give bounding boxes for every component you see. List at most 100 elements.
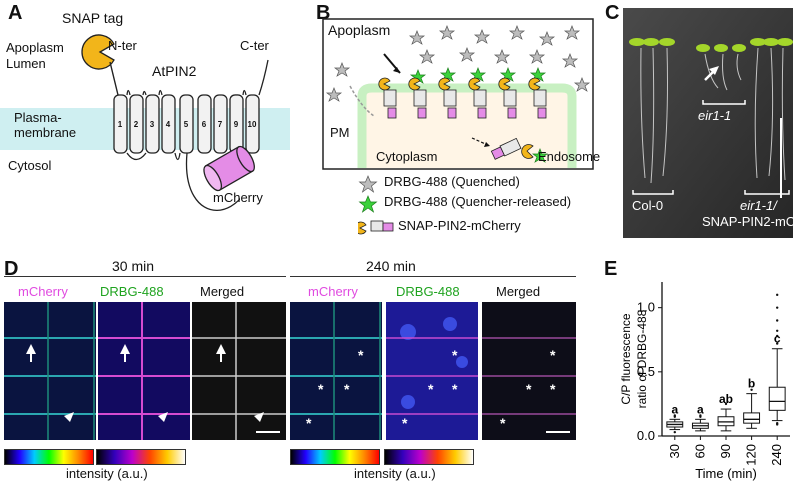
img-merged-240: [482, 302, 576, 440]
svg-text:4: 4: [166, 120, 171, 129]
cytoplasm-label: Cytoplasm: [376, 149, 438, 164]
panel-e-letter: E: [604, 258, 618, 280]
svg-text:*: *: [402, 415, 408, 431]
outlier-point: [673, 430, 676, 434]
colorbar-fire-30: [96, 449, 186, 465]
colorbar-label-240: intensity (a.u.): [354, 466, 436, 481]
dashed-arrow: [349, 85, 375, 117]
quenched-probe-stars: [325, 25, 591, 102]
svg-text:1: 1: [118, 120, 123, 129]
ch-drbg-240: DRBG-488: [396, 284, 460, 299]
svg-text:5: 5: [184, 120, 189, 129]
legend-icons: [358, 175, 394, 235]
ch-mcherry-240: mCherry: [308, 284, 358, 299]
panel-b-diagram: [322, 18, 594, 170]
eir1-label: eir1-1: [698, 108, 732, 123]
svg-text:*: *: [452, 381, 458, 397]
outlier-point: [776, 306, 779, 309]
significance-letter: a: [697, 402, 704, 416]
x-tick-label: 30: [667, 444, 682, 458]
internalized-protein: [490, 137, 522, 160]
outlier-point: [776, 334, 779, 338]
atpin2-label: AtPIN2: [152, 63, 197, 79]
svg-text:*: *: [550, 381, 556, 397]
svg-text:7: 7: [218, 120, 223, 129]
time-240-label: 240 min: [366, 258, 416, 274]
svg-text:*: *: [500, 415, 506, 431]
y-tick-label: 0.5: [637, 364, 655, 379]
time-30-label: 30 min: [112, 258, 155, 274]
panel-a-diagram: 123 45 678: [0, 34, 240, 212]
tm-helices-1-5: [113, 94, 194, 154]
svg-text:6: 6: [202, 120, 207, 129]
img-merged-30: [192, 302, 286, 440]
svg-text:*: *: [306, 415, 312, 431]
svg-text:*: *: [344, 381, 350, 397]
panel-a-letter: A: [8, 2, 23, 24]
y-tick-label: 1.0: [637, 300, 655, 315]
svg-text:*: *: [318, 381, 324, 397]
panel-c-letter: C: [605, 2, 620, 24]
significance-letter: ab: [719, 392, 733, 406]
x-tick-label: 60: [692, 444, 707, 458]
apoplasm-label-a: Apoplasm: [6, 40, 64, 55]
eir1-snap-label-1: eir1-1/: [740, 198, 777, 213]
pm-label: PM: [330, 125, 350, 140]
x-axis-label: Time (min): [695, 466, 757, 481]
apoplasm-label-b: Apoplasm: [328, 22, 391, 38]
ch-mcherry-30: mCherry: [18, 284, 68, 299]
mcherry-barrel-icon: [203, 145, 255, 192]
eir1-snap-label-2: SNAP-PIN2-mCh: [702, 214, 800, 229]
snap-pin2-mcherry-icon: [358, 220, 394, 235]
svg-text:2: 2: [134, 120, 139, 129]
svg-text:9: 9: [234, 120, 239, 129]
y-axis-label-line2: ratio of DRBG-488: [635, 309, 649, 408]
outlier-point: [724, 402, 728, 406]
grey-star-icon: [358, 175, 378, 193]
mcherry-label-a: mCherry: [213, 190, 263, 205]
outlier-point: [776, 329, 779, 332]
colorbar-rainbow-30: [4, 449, 94, 465]
colorbar-rainbow-240: [290, 449, 380, 465]
green-star-icon: [358, 195, 378, 213]
lumen-label: Lumen: [6, 56, 46, 71]
d-30-underline: [4, 276, 286, 277]
x-tick-label: 240: [769, 444, 784, 466]
plasma-label: Plasma-: [14, 110, 62, 125]
col0-label: Col-0: [632, 198, 664, 213]
ch-merged-30: Merged: [200, 284, 245, 299]
box: [743, 412, 761, 424]
micrographs-30min: [4, 302, 286, 440]
micrographs-240min: **** **** ****: [290, 302, 576, 440]
outlier-point: [673, 414, 676, 417]
svg-text:*: *: [428, 381, 434, 397]
c-ter-label: C-ter: [240, 38, 269, 53]
svg-text:*: *: [358, 347, 364, 363]
outlier-point: [776, 319, 779, 322]
colorbar-label-30: intensity (a.u.): [66, 466, 148, 481]
ch-merged-240: Merged: [496, 284, 541, 299]
x-tick-label: 90: [718, 444, 733, 458]
ch-drbg-30: DRBG-488: [100, 284, 164, 299]
legend-released: DRBG-488 (Quencher-released): [384, 194, 572, 209]
n-ter-label: N-ter: [108, 38, 137, 53]
x-tick-label: 120: [744, 444, 759, 466]
outlier-point: [776, 293, 779, 297]
outlier-point: [699, 414, 702, 417]
outlier-point: [750, 388, 753, 391]
outlier-point: [776, 423, 779, 426]
svg-text:10: 10: [248, 120, 257, 129]
panel-a-diagram-right: 9 10: [230, 59, 290, 154]
endosome-label: Endosome: [538, 149, 601, 164]
legend-snap-pin2: SNAP-PIN2-mCherry: [398, 218, 521, 233]
seedling-photo: [623, 8, 793, 238]
snap-tag-label: SNAP tag: [62, 10, 124, 26]
svg-text:*: *: [526, 381, 532, 397]
img-drbg-30: [98, 302, 190, 440]
cytosol-label: Cytosol: [8, 158, 52, 173]
significance-letter: b: [748, 377, 755, 391]
panel-d-letter: D: [4, 258, 19, 280]
significance-letter: a: [671, 402, 678, 416]
y-axis-label-line1: C/P fluorescence: [619, 313, 633, 404]
